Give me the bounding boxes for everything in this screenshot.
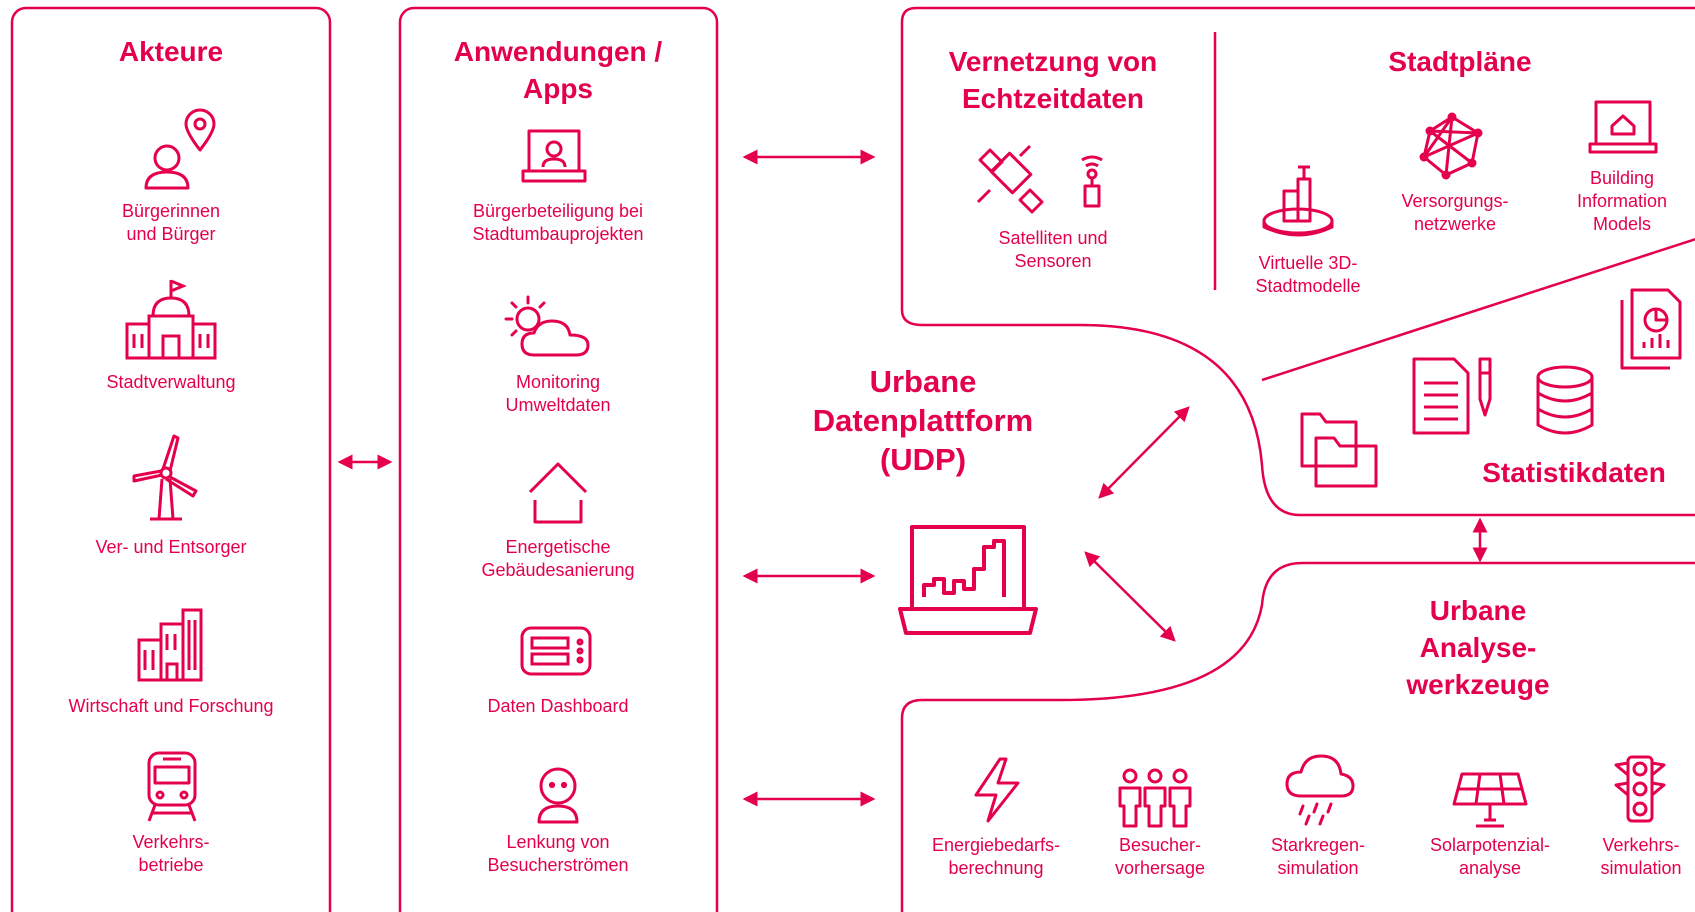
solar-panel-icon xyxy=(1452,770,1528,828)
stadtplan-label-versorgung: Versorgungs- netzwerke xyxy=(1401,191,1509,234)
3d-city-model-icon xyxy=(1260,165,1336,237)
akteur-label-stadtverwaltung: Stadtverwaltung xyxy=(106,372,236,392)
akteure-panel xyxy=(10,6,332,912)
stadtplaene-title: Stadtpläne xyxy=(1388,46,1532,77)
akteur-label-wirtschaft: Wirtschaft und Forschung xyxy=(68,696,274,716)
analyse-label-solar: Solarpotenzial- analyse xyxy=(1429,835,1551,878)
analyse-title: Urbane Analyse- werkzeuge xyxy=(1406,595,1550,700)
akteur-label-versorger: Ver- und Entsorger xyxy=(95,537,247,557)
apps-title: Anwendungen / Apps xyxy=(453,36,663,104)
arrow-udp-bottom xyxy=(1084,551,1176,642)
office-buildings-icon xyxy=(137,608,203,682)
apps-panel xyxy=(398,6,719,912)
bim-laptop-icon xyxy=(1588,100,1658,156)
visitors-group-icon xyxy=(1117,768,1193,828)
lightning-icon xyxy=(970,757,1024,823)
train-icon xyxy=(145,751,199,823)
traffic-light-icon xyxy=(1614,755,1666,823)
akteur-label-buerger: Bürgerinnen und Bürger xyxy=(121,201,221,244)
udp-title: Urbane Datenplattform (UDP) xyxy=(812,364,1034,477)
divider-diagonal xyxy=(1261,237,1695,382)
vernetzung-title: Vernetzung von Echtzeitdaten xyxy=(948,46,1158,114)
stadtplan-label-3d: Virtuelle 3D- Stadtmodelle xyxy=(1255,253,1361,296)
network-icon xyxy=(1416,112,1488,183)
analyse-label-starkregen: Starkregen- simulation xyxy=(1270,835,1366,878)
wind-turbine-icon xyxy=(130,433,202,523)
house-outline-icon xyxy=(527,460,589,524)
folders-icon xyxy=(1300,410,1380,490)
app-label-beteiligung: Bürgerbeteiligung bei Stadtumbauprojekte… xyxy=(472,201,644,244)
analyse-label-verkehr: Verkehrs- simulation xyxy=(1600,835,1682,878)
person-location-icon xyxy=(142,108,217,190)
app-label-monitoring: Monitoring Umweltdaten xyxy=(505,372,611,415)
analyse-label-besucher: Besucher- vorhersage xyxy=(1114,835,1206,878)
laptop-city-chart-icon xyxy=(898,523,1038,638)
visitor-icon xyxy=(531,766,585,824)
vernetzung-label-satelliten: Satelliten und Sensoren xyxy=(998,228,1108,271)
app-label-energetisch: Energetische Gebäudesanierung xyxy=(481,537,635,580)
app-label-lenkung: Lenkung von Besucherströmen xyxy=(487,832,629,875)
top-right-panel xyxy=(900,6,1695,517)
rain-cloud-icon xyxy=(1283,752,1355,826)
satellite-sensor-icon xyxy=(970,138,1110,214)
document-pen-icon xyxy=(1410,355,1494,437)
laptop-person-icon xyxy=(521,129,587,185)
dashboard-device-icon xyxy=(520,626,592,678)
arrow-udp-top xyxy=(1098,406,1190,499)
bottom-right-panel xyxy=(900,561,1695,912)
town-hall-icon xyxy=(125,278,217,360)
statistik-title: Statistikdaten xyxy=(1482,457,1666,488)
database-icon xyxy=(1535,365,1595,437)
akteur-label-verkehr: Verkehrs- betriebe xyxy=(132,832,210,875)
akteure-title: Akteure xyxy=(118,36,224,67)
report-chart-icon xyxy=(1618,288,1684,372)
app-label-dashboard: Daten Dashboard xyxy=(487,696,629,716)
stadtplan-label-bim: Building Information Models xyxy=(1576,168,1668,234)
analyse-label-energie: Energiebedarfs- berechnung xyxy=(931,835,1061,878)
sun-cloud-icon xyxy=(500,295,595,359)
